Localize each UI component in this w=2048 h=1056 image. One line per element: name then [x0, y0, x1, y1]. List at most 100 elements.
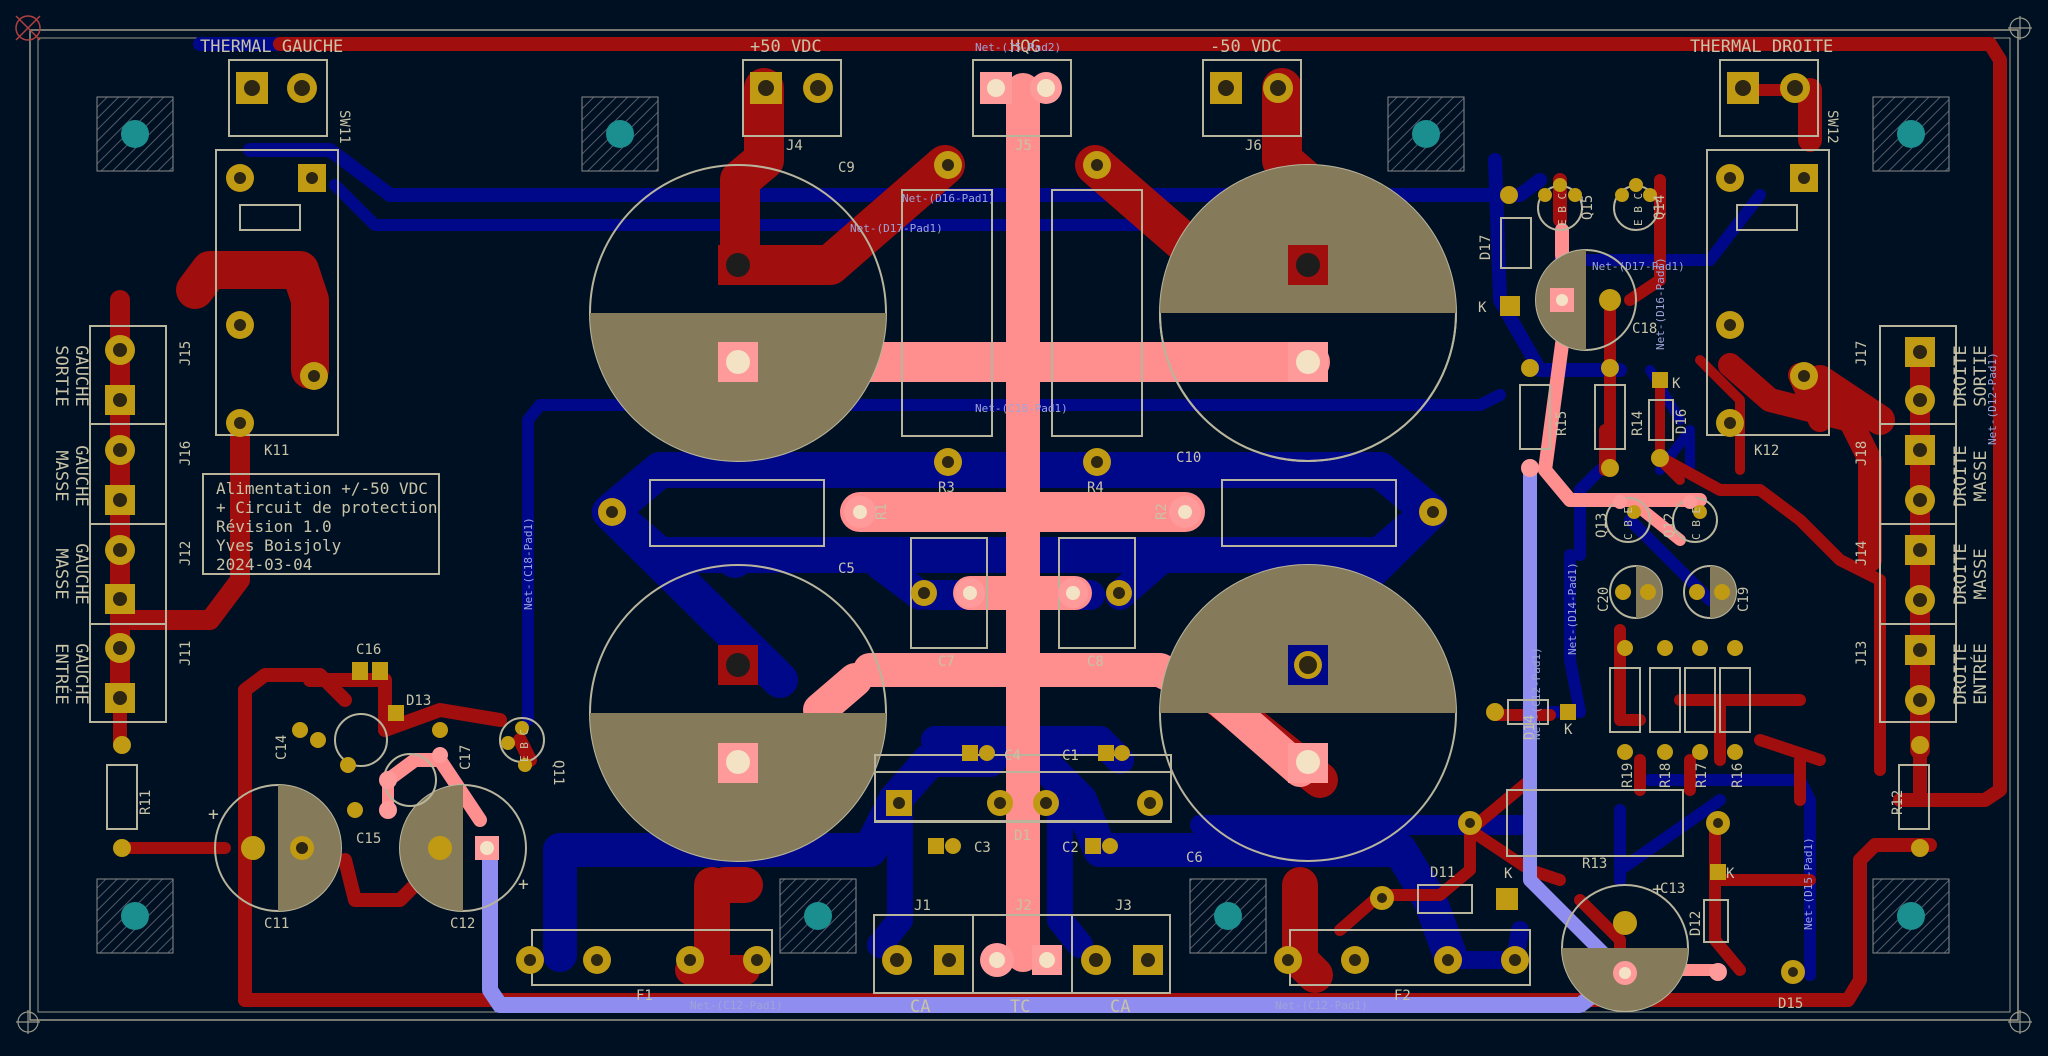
- net-d17: Net-(D17-Pad1): [850, 222, 943, 235]
- polarity-c13: +: [1652, 879, 1663, 900]
- capacitor-C9[interactable]: [589, 164, 887, 462]
- net-d16-vertical: Net-(D16-Pad1): [1654, 257, 1667, 350]
- ref-k-d12: K: [1726, 866, 1735, 882]
- ref-c2: C2: [1062, 840, 1079, 856]
- ref-c17: C17: [458, 745, 474, 770]
- ref-c11: C11: [264, 916, 289, 932]
- ref-j13: J13: [1854, 641, 1870, 666]
- ref-sw12: SW12: [1824, 110, 1840, 144]
- capacitor-C18[interactable]: [1535, 249, 1637, 351]
- ref-r1: R1: [874, 503, 890, 520]
- ref-c5: C5: [838, 561, 855, 577]
- ref-j1: J1: [914, 898, 931, 914]
- capacitor-C6[interactable]: [1159, 564, 1457, 862]
- ref-k-d14: K: [1564, 722, 1573, 738]
- polarity-c12: +: [518, 874, 529, 895]
- ref-c15: C15: [356, 831, 381, 847]
- left-label-1a: SORTIE: [51, 345, 71, 406]
- ref-j6: J6: [1245, 138, 1262, 154]
- ref-c6: C6: [1186, 850, 1203, 866]
- right-label-2a: MASSE: [1971, 450, 1991, 501]
- ref-r2: R2: [1154, 503, 1170, 520]
- title-line-3: Révision 1.0: [216, 517, 332, 536]
- capacitor-C13[interactable]: [1561, 884, 1689, 1012]
- ref-k12: K12: [1754, 443, 1779, 459]
- ref-r17: R17: [1694, 763, 1710, 788]
- title-line-1: Alimentation +/-50 VDC: [216, 479, 428, 498]
- ref-r14: R14: [1630, 411, 1646, 436]
- ref-sw11: SW11: [336, 110, 352, 144]
- ref-d16: D16: [1674, 409, 1690, 434]
- ref-d17: D17: [1478, 235, 1494, 260]
- ref-q15: Q15: [1580, 195, 1596, 220]
- ref-d14: D14: [1522, 715, 1538, 740]
- ref-j14: J14: [1854, 541, 1870, 566]
- label-minus50: -50 VDC: [1210, 37, 1282, 57]
- label-hqg: HQG: [1010, 37, 1041, 57]
- net-d12-vertical: Net-(D12-Pad1): [1986, 352, 1999, 445]
- ref-c4: C4: [1004, 748, 1021, 764]
- ref-c14: C14: [274, 735, 290, 760]
- polarity-c11: +: [208, 804, 219, 825]
- ref-q12: Q12: [1662, 513, 1678, 538]
- ref-r11: R11: [138, 790, 154, 815]
- ref-r15: R15: [1554, 411, 1570, 436]
- ref-c3: C3: [974, 840, 991, 856]
- pinout-q12: C B E: [1690, 507, 1703, 540]
- silkscreen-text: THERMAL GAUCHE +50 VDC HQG -50 VDC THERM…: [51, 37, 1999, 1017]
- label-ca-left: CA: [910, 997, 930, 1017]
- label-plus50: +50 VDC: [750, 37, 822, 57]
- capacitor-C19[interactable]: [1683, 565, 1737, 619]
- ref-f1: F1: [636, 988, 653, 1004]
- pinout-q14: E B C: [1632, 193, 1645, 226]
- pinout-q11: E B C: [518, 729, 531, 762]
- net-j5: Net-(J5-Pad2): [975, 41, 1061, 54]
- capacitor-C10[interactable]: [1159, 164, 1457, 462]
- net-c18: Net-(C18-Pad1): [975, 402, 1068, 415]
- title-line-2: + Circuit de protection: [216, 498, 438, 517]
- net-c12-a: Net-(C12-Pad1): [690, 999, 783, 1012]
- component-pads: [105, 72, 1935, 984]
- capacitor-C11[interactable]: [214, 784, 342, 912]
- net-d16: Net-(D16-Pad1): [902, 192, 995, 205]
- ref-j18: J18: [1854, 441, 1870, 466]
- ref-j12: J12: [178, 541, 194, 566]
- ref-d12: D12: [1688, 911, 1704, 936]
- ref-c13: C13: [1660, 881, 1685, 897]
- silkscreen-outlines: [89, 59, 1957, 994]
- right-label-1b: DROITE: [1951, 345, 1971, 406]
- right-label-4b: DROITE: [1951, 643, 1971, 704]
- ref-j5: J5: [1015, 138, 1032, 154]
- label-thermal-gauche: THERMAL GAUCHE: [200, 37, 343, 57]
- ref-d13: D13: [406, 693, 431, 709]
- right-label-2b: DROITE: [1951, 445, 1971, 506]
- ref-j11: J11: [178, 641, 194, 666]
- ref-c7: C7: [938, 654, 955, 670]
- ref-k-d11: K: [1504, 866, 1513, 882]
- ref-j2: J2: [1015, 898, 1032, 914]
- ref-c16: C16: [356, 642, 381, 658]
- ref-d15: D15: [1778, 996, 1803, 1012]
- left-label-2b: GAUCHE: [71, 445, 91, 506]
- capacitor-C12[interactable]: [399, 784, 527, 912]
- ref-c19: C19: [1736, 587, 1752, 612]
- ref-k-d16: K: [1672, 376, 1681, 392]
- net-c12-b: Net-(C12-Pad1): [1275, 999, 1368, 1012]
- title-line-5: 2024-03-04: [216, 555, 312, 574]
- net-c12-vertical: Net-(C12-Pad1): [1530, 647, 1543, 740]
- left-label-1b: GAUCHE: [71, 345, 91, 406]
- capacitor-C20[interactable]: [1609, 565, 1663, 619]
- ref-d11: D11: [1430, 865, 1455, 881]
- pinout-q15: E B C: [1556, 193, 1569, 226]
- ref-c12: C12: [450, 916, 475, 932]
- mounting-holes: [96, 96, 1950, 954]
- ref-c18: C18: [1632, 321, 1657, 337]
- right-label-1a: SORTIE: [1971, 345, 1991, 406]
- capacitor-C5[interactable]: [589, 564, 887, 862]
- net-d14-vertical: Net-(D14-Pad1): [1566, 562, 1579, 655]
- ref-c8: C8: [1087, 654, 1104, 670]
- right-label-3b: DROITE: [1951, 543, 1971, 604]
- left-label-3b: GAUCHE: [71, 543, 91, 604]
- ref-k-d17: K: [1478, 300, 1487, 316]
